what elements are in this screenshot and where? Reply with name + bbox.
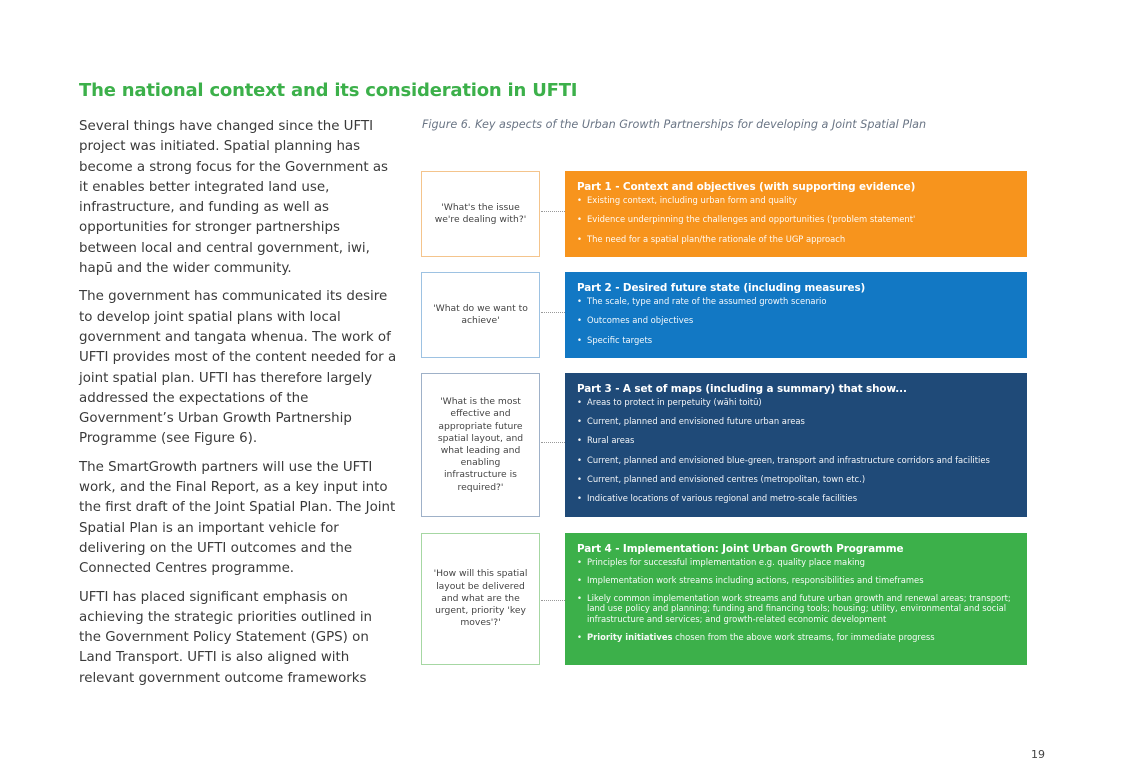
connector-line (541, 312, 565, 313)
paragraph: The government has communicated its desi… (79, 289, 397, 447)
figure-caption: Figure 6. Key aspects of the Urban Growt… (422, 118, 927, 131)
part-list: Principles for successful implementation… (577, 557, 1015, 643)
list-item: Indicative locations of various regional… (577, 493, 1015, 504)
question-text: 'How will this spatial layout be deliver… (433, 568, 528, 629)
part-heading: Part 2 - Desired future state (including… (577, 282, 866, 294)
part-list: Areas to protect in perpetuity (wāhi toi… (577, 397, 1015, 504)
list-item: Likely common implementation work stream… (577, 593, 1015, 625)
connector-line (541, 600, 565, 601)
list-item: The need for a spatial plan/the rational… (577, 234, 1015, 245)
paragraph: UFTI has placed significant emphasis on … (79, 589, 373, 686)
list-item: Current, planned and envisioned centres … (577, 474, 1015, 485)
part-heading: Part 4 - Implementation: Joint Urban Gro… (577, 543, 904, 555)
part-2-box: Part 2 - Desired future state (including… (565, 272, 1027, 358)
list-item: Implementation work streams including ac… (577, 575, 1015, 586)
question-text: 'What is the most effective and appropri… (437, 396, 524, 493)
list-item: Specific targets (577, 335, 1015, 346)
part-4-box: Part 4 - Implementation: Joint Urban Gro… (565, 533, 1027, 665)
priority-lead: Priority initiatives (587, 631, 673, 642)
part-heading: Part 1 - Context and objectives (with su… (577, 181, 916, 193)
question-box-2: 'What do we want to achieve' (421, 272, 540, 358)
question-box-3: 'What is the most effective and appropri… (421, 373, 540, 517)
page-number: 19 (1031, 748, 1045, 761)
part-list: Existing context, including urban form a… (577, 195, 1015, 245)
question-text: 'What's the issue we're dealing with?' (434, 201, 527, 225)
part-1-box: Part 1 - Context and objectives (with su… (565, 171, 1027, 257)
list-item: Existing context, including urban form a… (577, 195, 1015, 206)
connector-line (541, 442, 565, 443)
priority-rest: chosen from the above work streams, for … (672, 631, 935, 642)
part-heading: Part 3 - A set of maps (including a summ… (577, 383, 907, 395)
list-item: The scale, type and rate of the assumed … (577, 296, 1015, 307)
question-box-4: 'How will this spatial layout be deliver… (421, 533, 540, 665)
list-item: Rural areas (577, 435, 1015, 446)
question-box-1: 'What's the issue we're dealing with?' (421, 171, 540, 257)
list-item-priority: Priority initiatives chosen from the abo… (577, 632, 1015, 643)
part-3-box: Part 3 - A set of maps (including a summ… (565, 373, 1027, 517)
section-title: The national context and its considerati… (79, 80, 578, 101)
list-item: Current, planned and envisioned blue-gre… (577, 455, 1015, 466)
list-item: Areas to protect in perpetuity (wāhi toi… (577, 397, 1015, 408)
body-text: Several things have changed since the UF… (79, 117, 397, 697)
part-list: The scale, type and rate of the assumed … (577, 296, 1015, 346)
paragraph: The SmartGrowth partners will use the UF… (79, 459, 396, 577)
list-item: Current, planned and envisioned future u… (577, 416, 1015, 427)
paragraph: Several things have changed since the UF… (79, 119, 389, 277)
list-item: Evidence underpinning the challenges and… (577, 214, 1015, 225)
list-item: Outcomes and objectives (577, 315, 1015, 326)
connector-line (541, 211, 565, 212)
question-text: 'What do we want to achieve' (433, 302, 528, 326)
list-item: Principles for successful implementation… (577, 557, 1015, 568)
